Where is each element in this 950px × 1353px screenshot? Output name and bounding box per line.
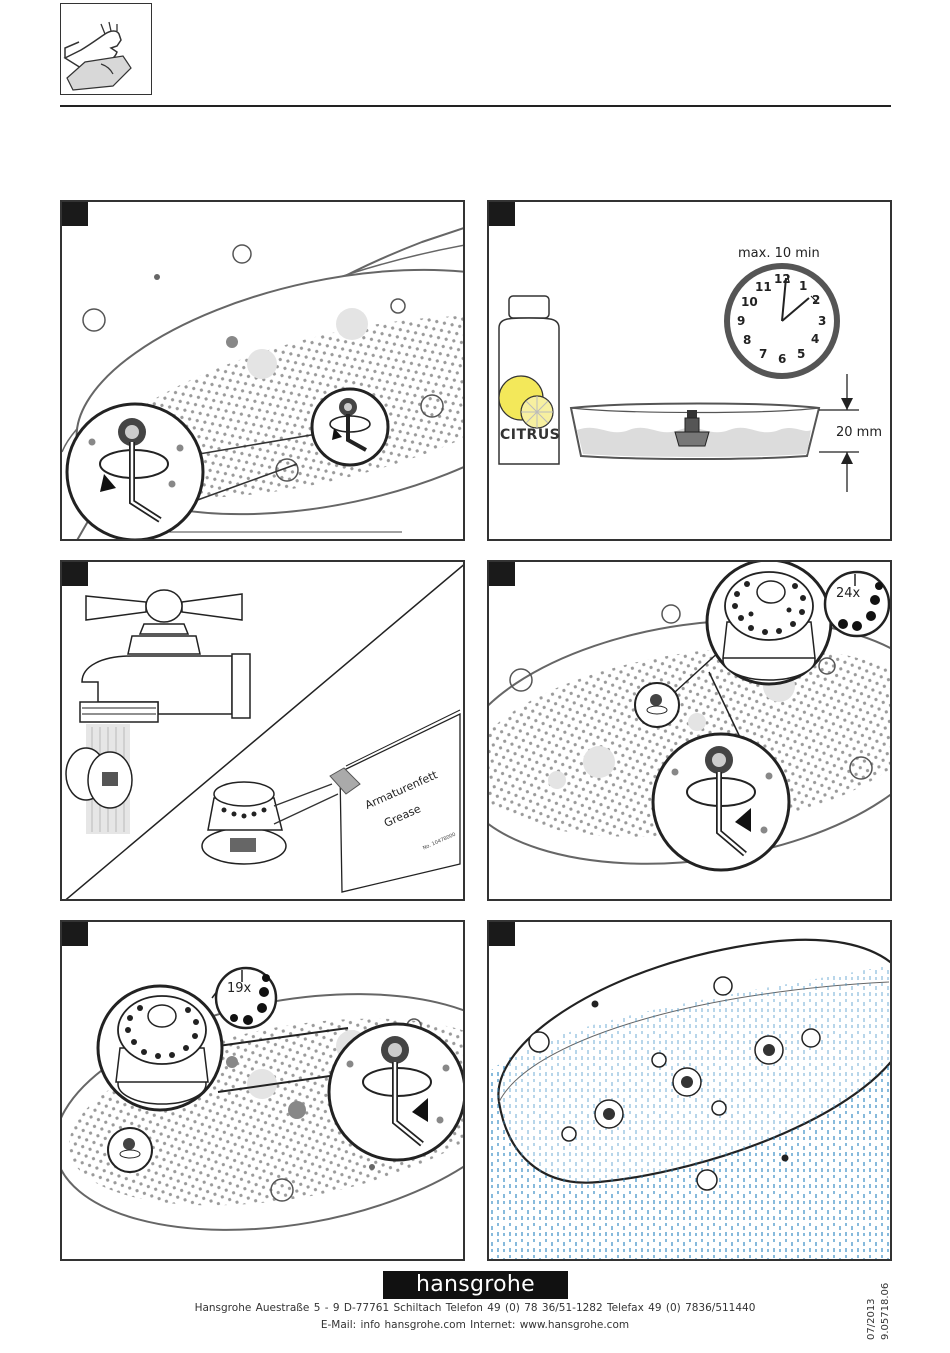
step-number-box [62, 922, 88, 946]
step-2-panel: max. 10 min 20 mm CITRUS 12 1 2 3 4 5 6 … [487, 200, 892, 541]
clock-number-3: 3 [818, 314, 826, 328]
company-address: Hansgrohe Auestraße 5 - 9 D-77761 Schilt… [0, 1302, 950, 1314]
clock-number-5: 5 [797, 347, 805, 361]
clock-number-8: 8 [743, 333, 751, 347]
step-number-box [62, 202, 88, 226]
clock-number-11: 11 [755, 280, 772, 294]
clock-number-1: 1 [799, 279, 807, 293]
step-number-box [489, 922, 515, 946]
step-1-panel [60, 200, 465, 541]
step-5-panel: 19x [60, 920, 465, 1261]
nozzle-count-label: 24x [836, 586, 860, 601]
shower-head-removal-illustration [62, 202, 465, 541]
shower-spray-illustration [489, 922, 892, 1261]
nozzle-reinstall-illustration [489, 562, 892, 901]
hansgrohe-logo: hansgrohe [383, 1271, 568, 1299]
cleaning-hand-icon [60, 3, 152, 95]
step-4-panel: 24x [487, 560, 892, 901]
step-6-panel [487, 920, 892, 1261]
company-contact: E-Mail: info hansgrohe.com Internet: www… [0, 1319, 950, 1331]
citrus-soak-illustration [489, 202, 892, 541]
clock-number-12: 12 [774, 272, 791, 286]
step-number-box [62, 562, 88, 586]
soak-time-label: max. 10 min [738, 246, 820, 261]
rinse-and-grease-illustration [62, 562, 465, 901]
citrus-brand-label: CITRUS [500, 427, 560, 443]
step-number-box [489, 202, 515, 226]
clock-number-9: 9 [737, 314, 745, 328]
step-3-panel: Armaturenfett Grease No. 10478000 [60, 560, 465, 901]
document-date: 07/2013 [866, 1298, 877, 1340]
depth-label: 20 mm [836, 425, 882, 440]
clock-number-6: 6 [778, 352, 786, 366]
nozzle-reinstall-illustration-b [62, 922, 465, 1261]
clock-number-4: 4 [811, 332, 819, 346]
step-number-box [489, 562, 515, 586]
clock-number-10: 10 [741, 295, 758, 309]
header-divider [60, 105, 891, 107]
clock-number-7: 7 [759, 347, 767, 361]
document-number: 9.05718.06 [880, 1283, 891, 1340]
clock-number-2: 2 [812, 293, 820, 307]
nozzle-count-label: 19x [227, 981, 251, 996]
